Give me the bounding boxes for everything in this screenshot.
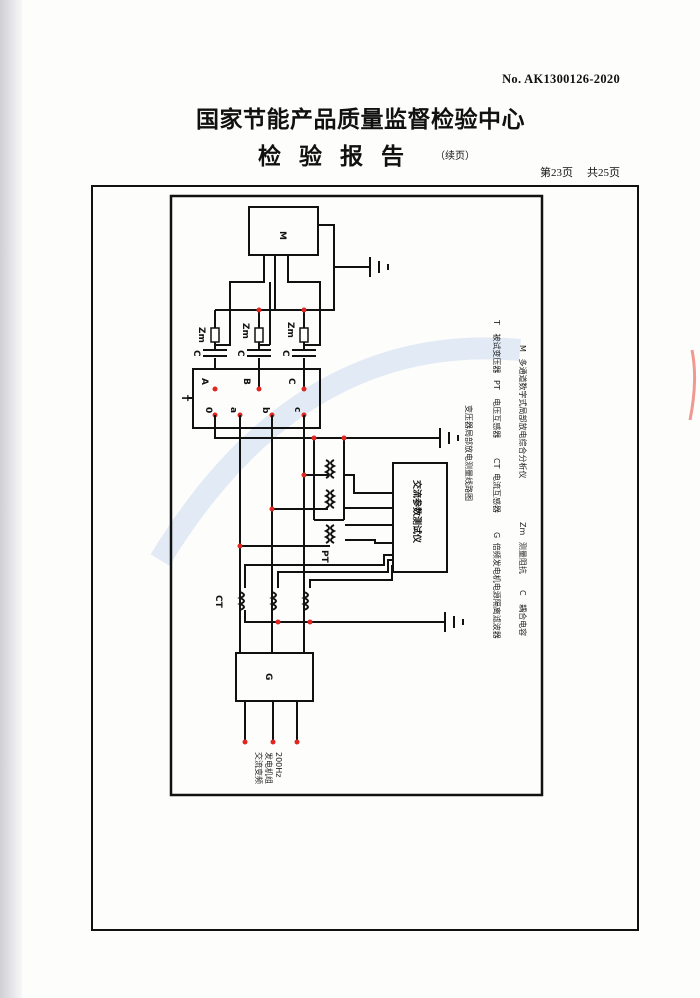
ct-label: CT bbox=[213, 595, 223, 609]
coupling-branches: Zm Zm Zm C C C bbox=[191, 307, 316, 389]
terminal-b: b bbox=[260, 407, 270, 414]
ct-coil-icon bbox=[237, 591, 245, 611]
terminal-C: C bbox=[286, 378, 296, 385]
c-label: C bbox=[235, 350, 245, 357]
zm-label: Zm bbox=[240, 323, 250, 339]
legend-item: G 倍频发电机电源隔离滤波器 bbox=[492, 532, 502, 639]
zm-label: Zm bbox=[196, 327, 206, 343]
stamp-fragment bbox=[688, 349, 697, 421]
outer-frame bbox=[91, 185, 639, 931]
pt-transformers: PT bbox=[237, 435, 393, 564]
source-label: 交流变频 bbox=[254, 752, 264, 784]
terminal-a: a bbox=[228, 407, 238, 413]
legend-item: M 多通道数字式局部放电综合分析仪 bbox=[518, 345, 528, 478]
zm-resistor-icon bbox=[210, 327, 220, 343]
terminal-0: 0 bbox=[203, 407, 213, 413]
zm-resistor-icon bbox=[254, 327, 264, 343]
analyzer-box bbox=[248, 206, 319, 256]
legend-item: Zm 测量阻抗 bbox=[518, 522, 528, 574]
pt-coil-icon bbox=[323, 459, 337, 479]
ac-parameter-tester-label: 交流参数测试仪 bbox=[411, 480, 423, 544]
inner-frame bbox=[169, 194, 544, 797]
report-title: 检验报告 bbox=[258, 144, 422, 170]
legend-item: T 被试变压器 bbox=[492, 319, 502, 373]
page-binding-edge bbox=[0, 0, 22, 998]
source-label: 200Hz bbox=[274, 752, 283, 777]
c-label: C bbox=[191, 350, 201, 357]
report-number: No. AK1300126-2020 bbox=[502, 72, 620, 86]
ground-icon bbox=[369, 257, 389, 277]
source-label: 发电机组 bbox=[264, 752, 274, 784]
legend-item: C 耦合电容 bbox=[518, 590, 528, 636]
page-indicator: 第23页 共25页 bbox=[526, 164, 620, 180]
zm-label: Zm bbox=[285, 322, 295, 338]
c-label: C bbox=[280, 350, 290, 357]
terminal-B: B bbox=[241, 378, 251, 385]
legend: T 被试变压器 PT 电压互感器 CT 电流互感器 G 倍频发电机电源隔离滤波器… bbox=[492, 319, 528, 639]
organization-title: 国家节能产品质量监督检验中心 bbox=[196, 107, 525, 133]
terminal-c: c bbox=[292, 407, 302, 412]
page-total: 共25页 bbox=[587, 167, 620, 179]
terminal-A: A bbox=[199, 378, 209, 385]
ground-icon bbox=[444, 612, 464, 632]
diagram-title: 变压器局部放电测量线路图 bbox=[464, 405, 474, 501]
zm-resistor-icon bbox=[299, 327, 309, 343]
legend-item: CT 电流互感器 bbox=[492, 458, 502, 513]
ground-icon bbox=[439, 428, 459, 448]
continued-label: （续页） bbox=[435, 151, 475, 162]
pt-coil-icon bbox=[323, 524, 337, 544]
generator-box bbox=[235, 652, 314, 702]
legend-item: PT 电压互感器 bbox=[492, 380, 502, 438]
generator-label: G bbox=[263, 673, 273, 680]
page-current: 第23页 bbox=[540, 167, 573, 179]
analyzer-label: M bbox=[277, 231, 287, 240]
ac-parameter-tester-box bbox=[392, 462, 448, 573]
pt-coil-icon bbox=[323, 489, 337, 509]
ct-coil-icon bbox=[269, 591, 277, 611]
ct-coil-icon bbox=[301, 591, 309, 611]
capacitor-icon bbox=[203, 349, 316, 358]
transformer-label: T bbox=[179, 395, 189, 402]
pt-label: PT bbox=[319, 550, 329, 564]
